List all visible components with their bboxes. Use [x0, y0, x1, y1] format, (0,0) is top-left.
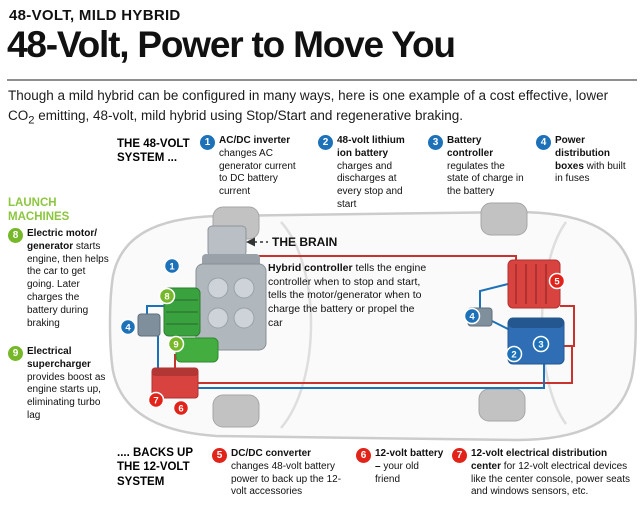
- header-divider: [7, 79, 637, 81]
- car-top-view-diagram: THE BRAIN: [108, 202, 637, 442]
- diagram-badge-4-right: 4: [463, 307, 481, 325]
- intro-text-before: Though a mild hybrid can be configured i…: [8, 88, 609, 123]
- wiring-blue: [146, 283, 545, 389]
- svg-text:4: 4: [469, 312, 475, 323]
- hybrid-controller-module: [207, 225, 247, 257]
- badge-7: 7: [452, 448, 467, 463]
- badge-9: 9: [8, 346, 23, 361]
- svg-text:5: 5: [554, 277, 560, 288]
- diagram-badge-8: 8: [158, 287, 176, 305]
- callout-text: DC/DC converter changes 48-volt battery …: [231, 448, 342, 498]
- diagram-badge-4-left: 4: [119, 318, 137, 336]
- callout-text: Electrical supercharger provides boost a…: [27, 346, 106, 421]
- fortyeight-volt-battery-top: [508, 318, 564, 328]
- callout-text: Power distribution boxes with built in f…: [555, 135, 626, 185]
- svg-text:6: 6: [178, 404, 183, 415]
- callout-text: 12-volt electrical distribution center f…: [471, 448, 630, 498]
- svg-text:4: 4: [125, 323, 131, 334]
- kicker-heading: 48-VOLT, MILD HYBRID: [9, 7, 181, 24]
- diagram-badge-2: 2: [505, 345, 523, 363]
- diagram-badge-6: 6: [172, 399, 190, 417]
- intro-subscript: 2: [28, 114, 35, 127]
- diagram-badge-5: 5: [548, 272, 566, 290]
- dcdc-converter-fins: [515, 264, 547, 304]
- callout-text: 48-volt lithium ion battery charges and …: [337, 135, 405, 210]
- intro-paragraph: Though a mild hybrid can be configured i…: [8, 86, 633, 129]
- svg-text:1: 1: [169, 262, 175, 273]
- wheel-rear-left: [212, 394, 260, 428]
- svg-text:9: 9: [173, 340, 178, 351]
- badge-6: 6: [356, 448, 371, 463]
- diagram-badge-1: 1: [163, 257, 181, 275]
- callout-12v-battery: 6 12-volt battery – your old friend: [356, 448, 446, 486]
- callout-acdc-inverter: 1 AC/DC inverter changes AC generator cu…: [200, 135, 304, 199]
- page-title: 48-Volt, Power to Move You: [7, 24, 456, 65]
- engine-cylinder: [207, 277, 229, 299]
- hybrid-controller-note-lead: Hybrid controller: [268, 262, 353, 274]
- brain-label: THE BRAIN: [272, 235, 337, 249]
- engine-cylinder: [233, 307, 255, 329]
- callout-text: 12-volt battery – your old friend: [375, 448, 444, 485]
- hybrid-controller-note: Hybrid controller tells the engine contr…: [268, 262, 430, 330]
- diagram-badge-7: 7: [147, 391, 165, 409]
- power-distribution-box-left: [137, 313, 161, 337]
- engine-cylinder: [233, 277, 255, 299]
- callout-48v-battery: 2 48-volt lithium ion battery charges an…: [318, 135, 420, 212]
- diagram-badge-3: 3: [532, 335, 550, 353]
- badge-5: 5: [212, 448, 227, 463]
- badge-1: 1: [200, 135, 215, 150]
- twelve-volt-battery-top: [152, 368, 198, 376]
- diagram-badge-9: 9: [167, 335, 185, 353]
- intro-text-after: emitting, 48-volt, mild hybrid using Sto…: [34, 107, 463, 123]
- callout-battery-controller: 3 Battery controller regulates the state…: [428, 135, 528, 199]
- section-label-launch-machines: LAUNCH MACHINES: [8, 197, 70, 224]
- svg-text:3: 3: [538, 340, 543, 351]
- callout-motor-generator: 8 Electric motor/ generator starts engin…: [8, 228, 112, 330]
- section-label-backs-up-12v: .... BACKS UP THE 12-VOLT SYSTEM: [117, 447, 193, 488]
- badge-3: 3: [428, 135, 443, 150]
- brain-pointer-arrowhead: [246, 237, 255, 247]
- hybrid-controller-note-body: tells the engine controller when to stop…: [268, 262, 427, 329]
- callout-power-distribution: 4 Power distribution boxes with built in…: [536, 135, 636, 186]
- badge-8: 8: [8, 228, 23, 243]
- windshield-line: [280, 221, 313, 429]
- section-label-48v-system: THE 48-VOLT SYSTEM ...: [117, 138, 190, 165]
- callout-supercharger: 9 Electrical supercharger provides boost…: [8, 346, 112, 423]
- wheel-rear-right: [478, 388, 526, 422]
- engine-block: [195, 263, 267, 351]
- wheel-front-right: [480, 202, 528, 236]
- callout-text: Battery controller regulates the state o…: [447, 135, 524, 198]
- badge-4: 4: [536, 135, 551, 150]
- svg-text:2: 2: [511, 350, 516, 361]
- callout-text: AC/DC inverter changes AC generator curr…: [219, 135, 296, 198]
- badge-2: 2: [318, 135, 333, 150]
- svg-text:7: 7: [153, 396, 158, 407]
- callout-dcdc-converter: 5 DC/DC converter changes 48-volt batter…: [212, 448, 350, 499]
- callout-text: Electric motor/ generator starts engine,…: [27, 228, 109, 329]
- svg-text:8: 8: [164, 292, 169, 303]
- callout-12v-distribution-center: 7 12-volt electrical distribution center…: [452, 448, 636, 499]
- engine-cylinder: [207, 307, 229, 329]
